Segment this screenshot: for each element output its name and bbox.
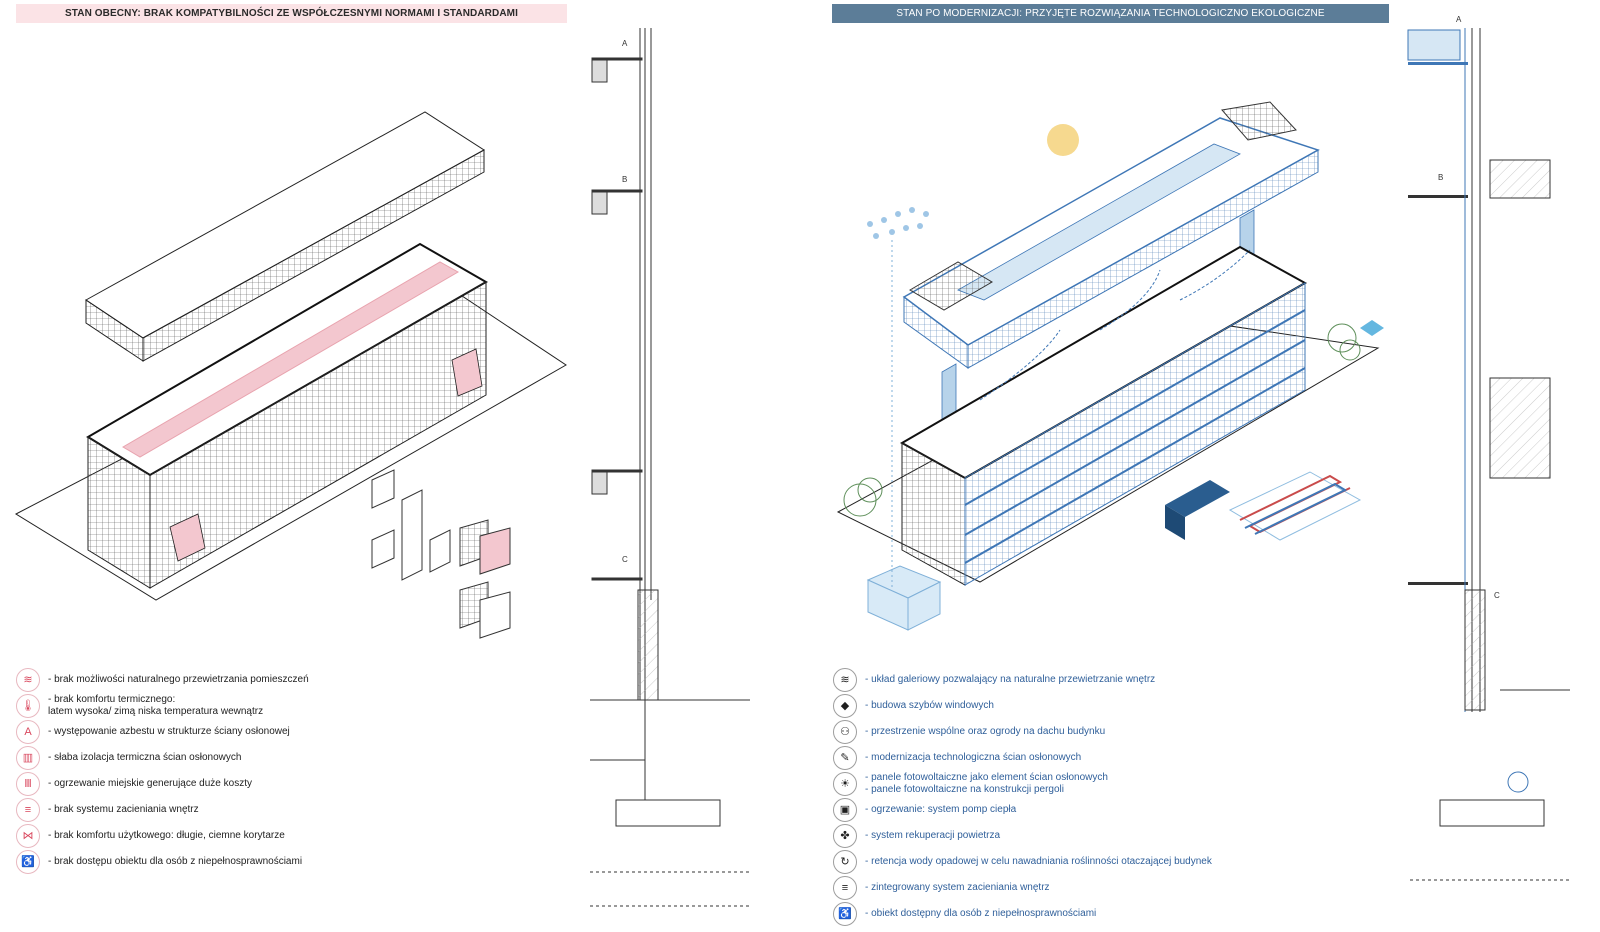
legend-line: - brak komfortu użytkowego: długie, ciem… [48, 830, 285, 841]
legend-line: - zintegrowany system zacieniania wnętrz [865, 882, 1050, 893]
legend-line: - brak systemu zacieniania wnętrz [48, 804, 199, 815]
section-marker-b-right: B [1438, 173, 1443, 182]
section-marker-a-left: A [622, 39, 628, 48]
section-marker-c-left: C [622, 555, 628, 564]
legend-line: latem wysoka/ zimą niska temperatura wew… [48, 706, 264, 717]
people-icon: ⚇ [833, 720, 857, 744]
legend-item-label: - układ galeriowy pozwalający na natural… [865, 674, 1155, 686]
legend-line: - występowanie azbestu w strukturze ścia… [48, 726, 290, 737]
legend-item: ⚇ - przestrzenie wspólne oraz ogrody na d… [833, 720, 1105, 744]
legend-item-label: - system rekuperacji powietrza [865, 830, 1000, 842]
solar-panel-icon: ☀ [833, 772, 857, 796]
legend-item: ≋ - układ galeriowy pozwalający na natura… [833, 668, 1155, 692]
legend-line: - panele fotowoltaiczne jako element ści… [865, 772, 1108, 783]
water-retention-icon: ↻ [833, 850, 857, 874]
legend-item-label: - budowa szybów windowych [865, 700, 994, 712]
shading-icon: ≡ [833, 876, 857, 900]
legend-item: ♿ - brak dostępu obiektu dla osób z niepe… [16, 850, 302, 874]
legend-item-label: - brak komfortu użytkowego: długie, ciem… [48, 830, 285, 842]
wheelchair-icon: ♿ [833, 902, 857, 926]
legend-line: - układ galeriowy pozwalający na natural… [865, 674, 1156, 685]
wrench-icon: ✎ [833, 746, 857, 770]
wind-shaft-icon: ◆ [833, 694, 857, 718]
recuperation-icon: ✤ [833, 824, 857, 848]
section-marker-c-right: C [1494, 591, 1500, 600]
heat-pump-icon: ▣ [833, 798, 857, 822]
sun-icon [1047, 124, 1079, 156]
legend-item: ▣ - ogrzewanie: system pomp ciepła [833, 798, 1016, 822]
blinds-icon: ≡ [16, 798, 40, 822]
legend-item-label: - retencja wody opadowej w celu nawadnia… [865, 856, 1212, 868]
legend-current-state: ≋ - brak możliwości naturalnego przewietr… [16, 668, 576, 888]
legend-line: - przestrzenie wspólne oraz ogrody na da… [865, 726, 1106, 737]
legend-item-label: - obiekt dostępny dla osób z niepełnospr… [865, 908, 1096, 920]
roof-pavilion-right [902, 101, 1320, 461]
legend-item: Ⅲ - ogrzewanie miejskie generujące duże k… [16, 772, 252, 796]
legend-item-label: - występowanie azbestu w strukturze ścia… [48, 726, 290, 738]
banner-after-modernization: STAN PO MODERNIZACJI: PRZYJĘTE ROZWIĄZAN… [832, 4, 1389, 23]
legend-line: - modernizacja technologiczna ścian osło… [865, 752, 1082, 763]
legend-line: - słaba izolacja termiczna ścian osłonow… [48, 752, 242, 763]
legend-item-label: - modernizacja technologiczna ścian osło… [865, 752, 1081, 764]
heat-pump-system [1165, 471, 1362, 541]
legend-item-label: - ogrzewanie: system pomp ciepła [865, 804, 1016, 816]
legend-item-label: - panele fotowoltaiczne jako element ści… [865, 772, 1108, 796]
legend-item-label: - zintegrowany system zacieniania wnętrz [865, 882, 1050, 894]
legend-item-label: - brak możliwości naturalnego przewietrz… [48, 674, 309, 686]
legend-item: A - występowanie azbestu w strukturze ści… [16, 720, 290, 744]
wall-section-left [590, 28, 750, 907]
legend-after-modernization: ≋ - układ galeriowy pozwalający na natura… [833, 668, 1373, 928]
section-marker-b-left: B [622, 175, 627, 184]
legend-item: ≡ - zintegrowany system zacieniania wnętr… [833, 876, 1050, 900]
legend-line: - panele fotowoltaiczne na konstrukcji p… [865, 784, 1064, 795]
building-right [899, 245, 1308, 586]
legend-line: - brak komfortu termicznego: [48, 694, 176, 705]
legend-item: ✤ - system rekuperacji powietrza [833, 824, 1000, 848]
section-marker-a-right: A [1456, 15, 1462, 24]
legend-line: - system rekuperacji powietrza [865, 830, 1001, 841]
wheelchair-icon: ♿ [16, 850, 40, 874]
thermometer-icon: 🌡 [16, 694, 40, 718]
legend-item: ☀ - panele fotowoltaiczne jako element śc… [833, 772, 1108, 796]
exploded-wall-panels [371, 469, 511, 639]
radiator-icon: Ⅲ [16, 772, 40, 796]
legend-item-label: - brak komfortu termicznego:latem wysoka… [48, 694, 263, 718]
wind-icon: ≋ [833, 668, 857, 692]
exploded-roof-left [85, 111, 485, 362]
wall-section-right [1407, 28, 1570, 881]
legend-item-label: - słaba izolacja termiczna ścian osłonow… [48, 752, 241, 764]
legend-line: - retencja wody opadowej w celu nawadnia… [865, 856, 1212, 867]
water-cube-icon [1360, 320, 1384, 336]
insulation-icon: ▥ [16, 746, 40, 770]
building-left [86, 242, 489, 589]
water-tank [866, 240, 942, 631]
asbestos-icon: A [16, 720, 40, 744]
legend-line: - obiekt dostępny dla osób z niepełnospr… [865, 908, 1097, 919]
legend-item: ▥ - słaba izolacja termiczna ścian osłono… [16, 746, 241, 770]
wind-icon: ≋ [16, 668, 40, 692]
legend-line: - brak dostępu obiektu dla osób z niepeł… [48, 856, 303, 867]
legend-line: - brak możliwości naturalnego przewietrz… [48, 674, 309, 685]
legend-item: ⋈ - brak komfortu użytkowego: długie, cie… [16, 824, 285, 848]
legend-item: ♿ - obiekt dostępny dla osób z niepełnosp… [833, 902, 1096, 926]
legend-line: - ogrzewanie: system pomp ciepła [865, 804, 1017, 815]
legend-item: ≡ - brak systemu zacieniania wnętrz [16, 798, 199, 822]
legend-item: ≋ - brak możliwości naturalnego przewietr… [16, 668, 309, 692]
legend-item: ✎ - modernizacja technologiczna ścian osł… [833, 746, 1081, 770]
legend-item: ↻ - retencja wody opadowej w celu nawadni… [833, 850, 1212, 874]
legend-item-label: - ogrzewanie miejskie generujące duże ko… [48, 778, 252, 790]
legend-item-label: - przestrzenie wspólne oraz ogrody na da… [865, 726, 1105, 738]
trees [843, 323, 1361, 517]
legend-item-label: - brak systemu zacieniania wnętrz [48, 804, 199, 816]
legend-line: - budowa szybów windowych [865, 700, 994, 711]
rain-drops-icon [867, 207, 929, 239]
legend-line: - ogrzewanie miejskie generujące duże ko… [48, 778, 252, 789]
legend-item-label: - brak dostępu obiektu dla osób z niepeł… [48, 856, 302, 868]
banner-current-state: STAN OBECNY: BRAK KOMPATYBILNOŚCI ZE WSP… [16, 4, 567, 23]
corridor-icon: ⋈ [16, 824, 40, 848]
legend-item: 🌡 - brak komfortu termicznego:latem wysok… [16, 694, 263, 718]
legend-item: ◆ - budowa szybów windowych [833, 694, 994, 718]
